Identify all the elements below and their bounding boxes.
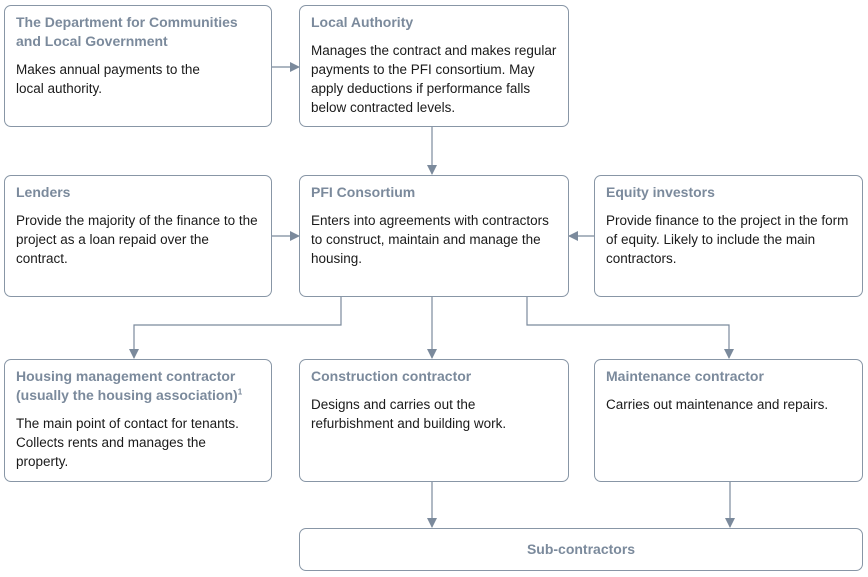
box-dclg-text: Makes annual payments to the local autho…	[16, 62, 200, 96]
box-dclg-title: The Department for Communities and Local…	[16, 14, 238, 49]
arrow-pfi-to-maintenance	[526, 297, 734, 359]
box-construction-text: Designs and carries out the refurbishmen…	[311, 397, 507, 431]
box-local-authority-title: Local Authority	[311, 14, 414, 30]
box-housing-management-text: The main point of contact for tenants. C…	[16, 416, 239, 469]
box-equity-investors: Equity investors Provide finance to the …	[594, 175, 863, 297]
arrow-pfi-to-housing-management	[129, 297, 342, 359]
box-maintenance-title: Maintenance contractor	[606, 368, 764, 384]
box-equity-investors-text: Provide finance to the project in the fo…	[606, 213, 849, 266]
box-local-authority: Local Authority Manages the contract and…	[299, 5, 569, 127]
box-equity-investors-title: Equity investors	[606, 184, 715, 200]
box-construction-title: Construction contractor	[311, 368, 472, 384]
box-pfi-consortium-title: PFI Consortium	[311, 184, 416, 200]
box-maintenance: Maintenance contractor Carries out maint…	[594, 359, 863, 482]
box-pfi-consortium-text: Enters into agreements with contractors …	[311, 213, 549, 266]
box-housing-management-title: Housing management contractor (usually t…	[16, 367, 260, 405]
box-sub-contractors: Sub-contractors	[299, 528, 863, 571]
box-lenders-text: Provide the majority of the finance to t…	[16, 213, 258, 266]
box-housing-management-title-text: Housing management contractor (usually t…	[16, 368, 238, 403]
box-lenders-title: Lenders	[16, 184, 71, 200]
box-construction: Construction contractor Designs and carr…	[299, 359, 569, 482]
box-sub-contractors-title: Sub-contractors	[526, 541, 636, 557]
footnote-marker: 1	[237, 387, 243, 397]
box-lenders: Lenders Provide the majority of the fina…	[4, 175, 272, 297]
box-dclg: The Department for Communities and Local…	[4, 5, 272, 127]
box-housing-management: Housing management contractor (usually t…	[4, 359, 272, 482]
box-local-authority-text: Manages the contract and makes regular p…	[311, 43, 557, 115]
box-pfi-consortium: PFI Consortium Enters into agreements wi…	[299, 175, 569, 297]
box-maintenance-text: Carries out maintenance and repairs.	[606, 397, 829, 412]
